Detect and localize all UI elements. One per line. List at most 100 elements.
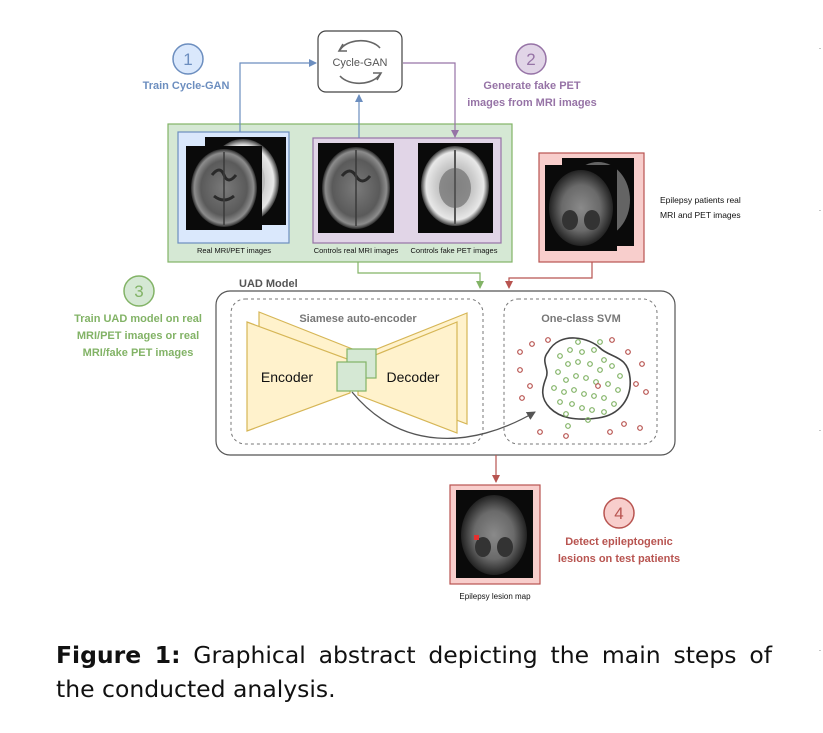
svm-anomaly-point [563,433,569,439]
svm-title: One-class SVM [541,313,620,325]
svm-normal-point [557,399,563,405]
epilepsy-patients-caption-line-2: MRI and PET images [660,210,741,220]
epilepsy-patients-caption-line-1: Epilepsy patients real [660,195,741,205]
svm-decision-boundary [541,337,631,420]
svm-anomaly-point [517,367,523,373]
train-cyclegan-arrow [239,59,317,132]
svm-normal-point [575,359,581,365]
svm-normal-point [563,377,569,383]
decoder-shape [357,312,468,434]
cycle-arrow-bottom-icon [339,73,381,85]
svm-normal-point [605,381,611,387]
real-mri-pet-caption: Real MRI/PET images [197,246,271,255]
real-mri-pet-panel [177,131,290,244]
svm-anomaly-point [637,425,643,431]
controls-panel [312,137,502,244]
svm-normal-point [615,387,621,393]
page-edge-mark [819,650,821,651]
svm-normal-point [557,353,563,359]
page-edge-mark [819,210,821,211]
svm-anomaly-point [537,429,543,435]
svm-anomaly-point [527,383,533,389]
svm-normal-point [591,393,597,399]
latent-space [336,348,377,392]
svm-normal-point [555,369,561,375]
figure-caption: Figure 1: Graphical abstract depicting t… [56,638,772,706]
svm-normal-point [601,409,607,415]
step-1-label: Train Cycle-GAN [143,80,230,92]
svm-anomaly-point [517,349,523,355]
controls-real-mri-caption: Controls real MRI images [314,246,399,255]
cycle-arrow-top-icon [339,39,381,51]
cyclegan-box: Cycle-GAN [317,30,403,93]
decoder-label: Decoder [387,369,440,385]
step-3-badge: 3 [123,275,155,307]
caption-text: Graphical abstract depicting the main st… [56,641,773,703]
svm-normal-point [579,349,585,355]
svm-normal-point [601,357,607,363]
generate-pet-arrow [403,62,459,138]
svm-normal-point [597,339,603,345]
step-4-badge: 4 [603,497,635,529]
siamese-title: Siamese auto-encoder [299,313,417,325]
svm-points [517,337,649,439]
svm-anomaly-point [633,381,639,387]
svm-normal-point [583,375,589,381]
svm-normal-point [573,373,579,379]
svm-normal-point [579,405,585,411]
svm-anomaly-point [519,395,525,401]
svm-normal-point [565,361,571,367]
step-2-label-line-2: images from MRI images [467,97,597,109]
step-1-badge: 1 [172,43,204,75]
one-class-svm-box [503,298,658,445]
lesion-map-caption: Epilepsy lesion map [459,592,531,601]
step-3-label-line-1: Train UAD model on real [74,313,202,325]
uad-model-title: UAD Model [239,278,298,290]
svm-normal-point [569,401,575,407]
pipeline-diagram: 1 Train Cycle-GAN Cycle-GAN 2 Generate f… [74,30,741,601]
lesion-marker [474,535,479,540]
svm-anomaly-point [595,383,601,389]
step-4-label-line-2: lesions on test patients [558,553,680,565]
encoder-label: Encoder [261,369,313,385]
patient-data-arrow [505,262,593,289]
svm-normal-point [609,363,615,369]
svm-anomaly-point [607,429,613,435]
epilepsy-patients-panel [538,152,645,263]
svm-normal-point [591,347,597,353]
svm-normal-point [567,347,573,353]
step-4-label-line-1: Detect epileptogenic [565,536,673,548]
svm-normal-point [571,387,577,393]
svm-normal-point [587,361,593,367]
svm-anomaly-point [639,361,645,367]
controls-fake-pet-caption: Controls fake PET images [411,246,498,255]
encoder-shape [246,311,361,432]
training-data-arrow [357,262,484,289]
step-3-number: 3 [134,282,143,301]
svm-normal-point [589,407,595,413]
svm-normal-point [581,391,587,397]
svm-anomaly-point [545,337,551,343]
svm-anomaly-point [529,341,535,347]
step-1-number: 1 [183,50,192,69]
svm-normal-point [597,367,603,373]
svm-normal-point [617,373,623,379]
step-3-label-line-2: MRI/PET images or real [77,330,199,342]
page-edge-mark [819,430,821,431]
svm-normal-point [601,395,607,401]
svm-normal-point [575,339,581,345]
page-edge-mark [819,48,821,49]
svm-normal-point [585,417,591,423]
svm-normal-point [563,411,569,417]
svm-anomaly-point [609,337,615,343]
cyclegan-label: Cycle-GAN [332,57,387,69]
svm-normal-point [561,389,567,395]
svm-normal-point [565,423,571,429]
step-2-badge: 2 [515,43,547,75]
caption-prefix: Figure 1: [56,641,181,669]
svm-anomaly-point [625,349,631,355]
svm-anomaly-point [621,421,627,427]
step-2-label-line-1: Generate fake PET [483,80,580,92]
svm-anomaly-point [643,389,649,395]
